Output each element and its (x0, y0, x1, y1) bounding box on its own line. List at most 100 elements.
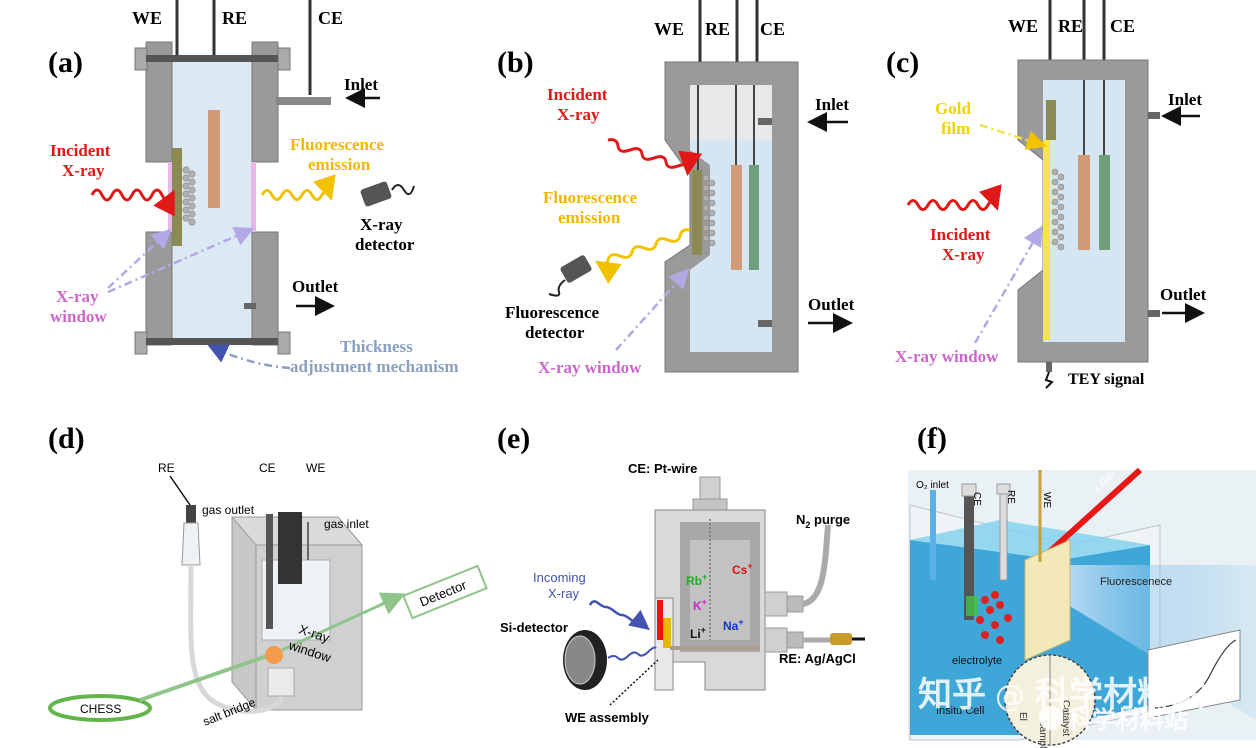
fluorescence-label: Fluorescence (290, 135, 385, 154)
inlet-port (1148, 112, 1160, 119)
bolt (277, 331, 291, 355)
gold-film (1043, 140, 1050, 340)
color-marker (966, 596, 978, 616)
ion-na: Na+ (723, 617, 744, 633)
salt-bridge-tube (188, 564, 285, 714)
catalyst-cluster (976, 591, 1012, 644)
electrolyte-label: electrolyte (952, 655, 1002, 667)
gold-film-pointer (979, 123, 1047, 150)
fluorescence-beam (281, 592, 406, 652)
fluorescence-label: emission (558, 208, 621, 227)
outlet-label: Outlet (1160, 285, 1207, 304)
panel-e: (e) CE: Pt-wire N2 purge RE: Ag/AgCl Rb+… (497, 422, 865, 725)
ion-li: Li+ (690, 625, 706, 641)
n2-label: N2 purge (796, 512, 850, 530)
working-electrode-top (1046, 100, 1056, 140)
panel-d-letter: (d) (48, 422, 85, 455)
re-label: RE (158, 461, 175, 475)
window-label: X-ray window (895, 347, 999, 366)
panel-c-re-label: RE (1058, 16, 1083, 36)
detector-label: detector (355, 235, 415, 254)
fluorescence-wave (607, 646, 657, 661)
panel-c-ce-label: CE (1110, 16, 1135, 36)
tey-port (1046, 362, 1052, 372)
incident-x-ray-wave (906, 184, 1002, 211)
ion-k: K+ (693, 597, 707, 613)
panel-f: (f) Sample Catalyst El (908, 422, 1256, 748)
catalyst-particles (702, 174, 716, 247)
detector-label: Fluorescence (505, 303, 600, 322)
gold-film-label: Gold (935, 99, 971, 118)
ce-cap (961, 483, 977, 497)
incident-x-ray-wave (607, 138, 703, 176)
right-wall-bottom (251, 231, 279, 346)
ce-rod (964, 490, 974, 620)
ion-rb: Rb+ (686, 572, 707, 588)
counter-electrode (1099, 155, 1110, 250)
inlet-label: Inlet (1168, 90, 1202, 109)
we-sample (663, 618, 671, 648)
sample-label: Sample (1037, 720, 1048, 748)
right-wall-top (251, 41, 279, 163)
re-tube (181, 522, 201, 566)
outlet-label: Outlet (808, 295, 855, 314)
fluorescence-detector-icon (560, 255, 592, 283)
n2-nut (786, 595, 804, 613)
panel-b-ce-label: CE (760, 19, 785, 39)
panel-e-letter: (e) (497, 422, 530, 455)
reference-electrode (208, 110, 220, 208)
detector-label: detector (525, 323, 585, 342)
reference-electrode (1078, 155, 1090, 250)
gas-inlet-label: gas inlet (324, 517, 369, 531)
panel-b-we-label: WE (654, 19, 684, 39)
bottom-plate (146, 338, 278, 345)
n2-tube (802, 524, 831, 607)
incident-label: X-ray (62, 161, 105, 180)
panel-b: (b) WE RE CE Incident X-ray Fluorescence… (497, 0, 855, 377)
re-label: RE (1005, 490, 1016, 504)
ce-label: CE (971, 492, 982, 506)
catalyst-particles (1051, 168, 1065, 251)
insitu-cell-label: Insitu Cell (936, 705, 984, 717)
panel-c-we-label: WE (1008, 16, 1038, 36)
fluorescence-label: Fluorescenece (1100, 576, 1172, 588)
panel-a-letter: (a) (48, 46, 83, 79)
beam-spot (265, 646, 283, 664)
cavity-back (690, 540, 750, 640)
we-plate (278, 512, 302, 584)
outlet-port (758, 320, 772, 327)
catalyst-particles (182, 166, 196, 226)
reference-electrode (731, 165, 742, 270)
ce-label: CE: Pt-wire (628, 461, 697, 476)
outlet-port (1148, 310, 1160, 317)
window-label: X-ray window (538, 358, 642, 377)
incident-label: Incident (547, 85, 608, 104)
we-assembly-label: WE assembly (565, 710, 650, 725)
counter-electrode (749, 165, 759, 270)
we-strip (657, 600, 663, 640)
catalyst-label: Catalyst (1060, 700, 1071, 736)
incident-label: X-ray (942, 245, 985, 264)
x-ray-window-right (251, 162, 256, 232)
incident-label: X-ray (557, 105, 600, 124)
fluorescence-wave (595, 228, 691, 284)
panel-a-we-label: WE (132, 8, 162, 28)
re-pointer (169, 475, 191, 506)
bolt (277, 47, 291, 71)
fluorescence-label: Fluorescence (543, 188, 638, 207)
o2-inlet-label: O₂ inlet (916, 480, 949, 491)
spectrum-curve (1154, 639, 1237, 709)
working-electrode (692, 170, 702, 255)
detector-cable (548, 279, 566, 297)
si-detector-label: Si-detector (500, 620, 568, 635)
tey-label: TEY signal (1068, 371, 1145, 388)
site-watermark: 科学材料站 (1035, 675, 1205, 715)
gas-outlet-label: gas outlet (202, 503, 255, 517)
window-pointer (107, 226, 255, 294)
thickness-label: adjustment mechanism (290, 357, 459, 376)
window-label: window (50, 307, 107, 326)
re-fitting (764, 627, 788, 653)
panel-a-ce-label: CE (318, 8, 343, 28)
inlet-label: Inlet (815, 95, 849, 114)
